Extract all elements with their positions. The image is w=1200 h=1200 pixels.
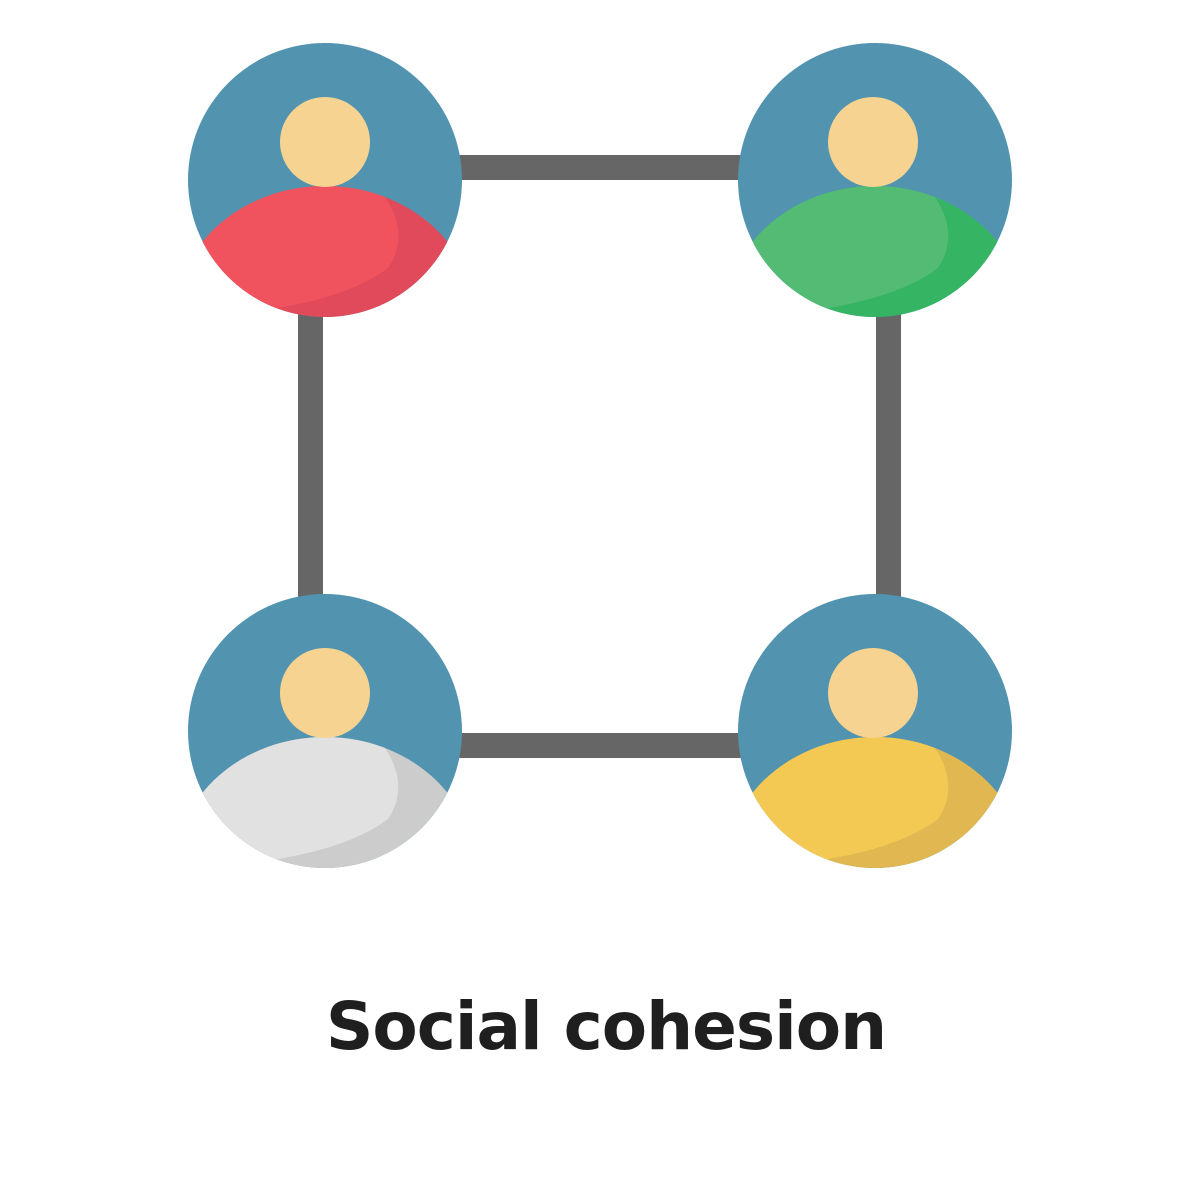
person-grey-icon [188, 594, 462, 868]
person-yellow-icon [738, 594, 1012, 868]
person-head [828, 648, 918, 738]
diagram-caption: Social cohesion [325, 988, 887, 1065]
person-head [280, 648, 370, 738]
person-head [280, 97, 370, 187]
connector-right [876, 300, 901, 610]
person-green-icon [738, 43, 1012, 317]
connector-left [298, 300, 323, 610]
connectors [298, 155, 901, 758]
person-head [828, 97, 918, 187]
connector-bottom [440, 733, 760, 758]
connector-top [440, 155, 760, 180]
person-red-icon [188, 43, 462, 317]
